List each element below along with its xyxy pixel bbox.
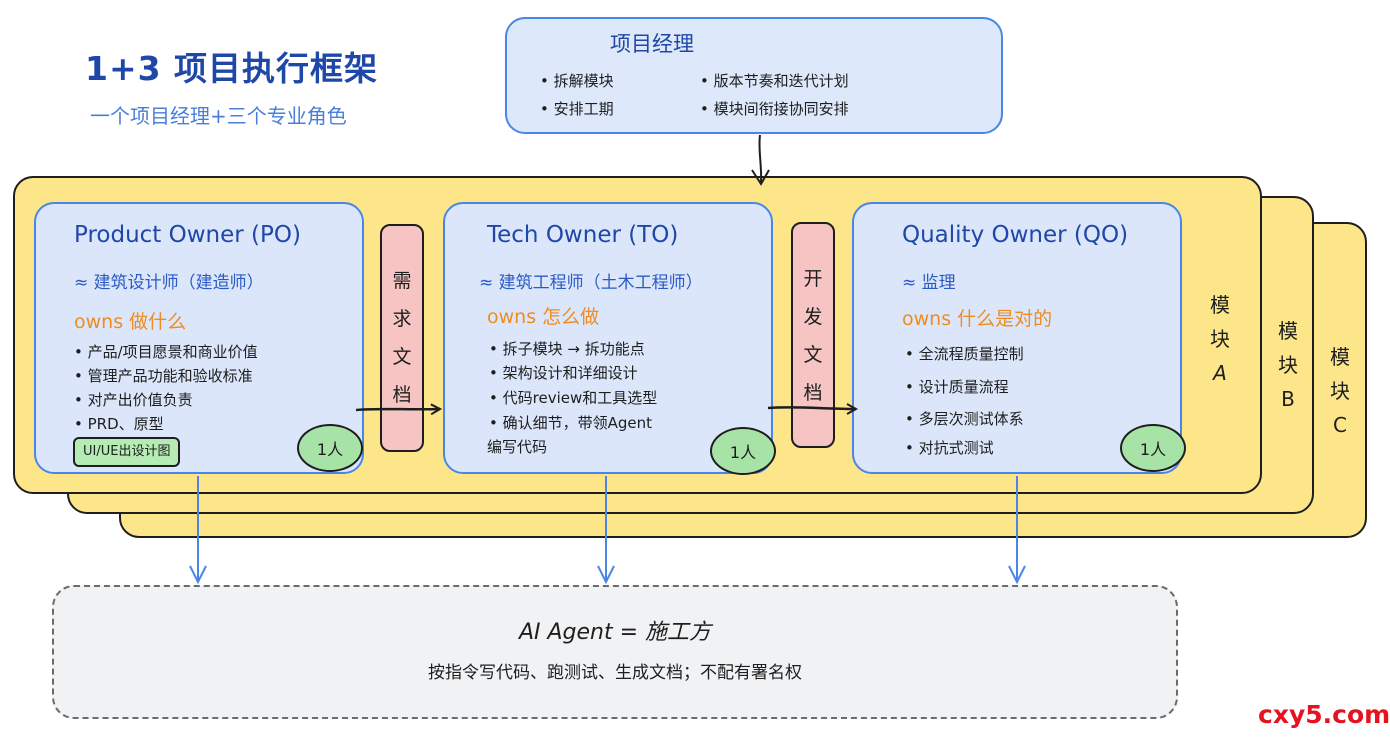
list-item: • 产品/项目愿景和商业价值 bbox=[74, 343, 258, 361]
pm-item: • 安排工期 bbox=[540, 100, 614, 118]
project-manager-box bbox=[505, 17, 1003, 134]
development-doc-handoff bbox=[791, 222, 835, 448]
product-owner-owns: owns 做什么 bbox=[74, 311, 187, 333]
list-item: • 设计质量流程 bbox=[905, 378, 1009, 396]
pm-item: • 拆解模块 bbox=[540, 72, 614, 90]
diagram-subtitle: 一个项目经理+三个专业角色 bbox=[90, 104, 347, 128]
headcount-badge: 1人 bbox=[1120, 424, 1186, 472]
list-item: • 对产出价值负责 bbox=[74, 391, 193, 409]
tech-owner-owns: owns 怎么做 bbox=[487, 306, 600, 328]
list-item: • 确认细节，带领Agent bbox=[489, 414, 653, 432]
quality-owner-analogy: ≈ 监理 bbox=[902, 273, 956, 293]
pm-item: • 版本节奏和迭代计划 bbox=[700, 72, 849, 90]
requirements-doc-label: 需求文档 bbox=[392, 270, 412, 406]
list-item: • 架构设计和详细设计 bbox=[489, 364, 638, 382]
list-item: • 代码review和工具选型 bbox=[489, 389, 658, 407]
watermark: cxy5.com bbox=[1258, 700, 1390, 729]
design-deliverable-tag: UI/UE出设计图 bbox=[73, 437, 181, 467]
list-item: • 对抗式测试 bbox=[905, 439, 994, 457]
tech-owner-title: Tech Owner (TO) bbox=[487, 222, 679, 248]
ai-agent-box bbox=[52, 585, 1178, 719]
quality-owner-owns: owns 什么是对的 bbox=[902, 308, 1053, 330]
list-item: • PRD、原型 bbox=[74, 415, 164, 433]
list-item: • 拆子模块 → 拆功能点 bbox=[489, 340, 645, 358]
quality-owner-title: Quality Owner (QO) bbox=[902, 222, 1129, 248]
ai-agent-description: 按指令写代码、跑测试、生成文档；不配有署名权 bbox=[428, 663, 802, 683]
list-item-continuation: 编写代码 bbox=[487, 438, 548, 456]
headcount-badge: 1人 bbox=[710, 427, 776, 475]
list-item: • 全流程质量控制 bbox=[905, 345, 1024, 363]
development-doc-label: 开发文档 bbox=[803, 268, 823, 404]
diagram-title: 1+3 项目执行框架 bbox=[85, 49, 379, 88]
pm-item: • 模块间衔接协同安排 bbox=[700, 100, 849, 118]
project-manager-title: 项目经理 bbox=[610, 32, 694, 56]
product-owner-analogy: ≈ 建筑设计师（建造师） bbox=[74, 273, 264, 293]
tech-owner-analogy: ≈ 建筑工程师（土木工程师） bbox=[479, 273, 703, 293]
list-item: • 管理产品功能和验收标准 bbox=[74, 367, 253, 385]
ai-agent-title: AI Agent = 施工方 bbox=[518, 620, 712, 645]
quality-owner-card bbox=[852, 202, 1182, 474]
list-item: • 多层次测试体系 bbox=[905, 410, 1024, 428]
headcount-badge: 1人 bbox=[297, 424, 363, 472]
requirements-doc-handoff bbox=[380, 224, 424, 452]
tech-owner-card bbox=[443, 202, 773, 474]
product-owner-title: Product Owner (PO) bbox=[74, 222, 301, 248]
